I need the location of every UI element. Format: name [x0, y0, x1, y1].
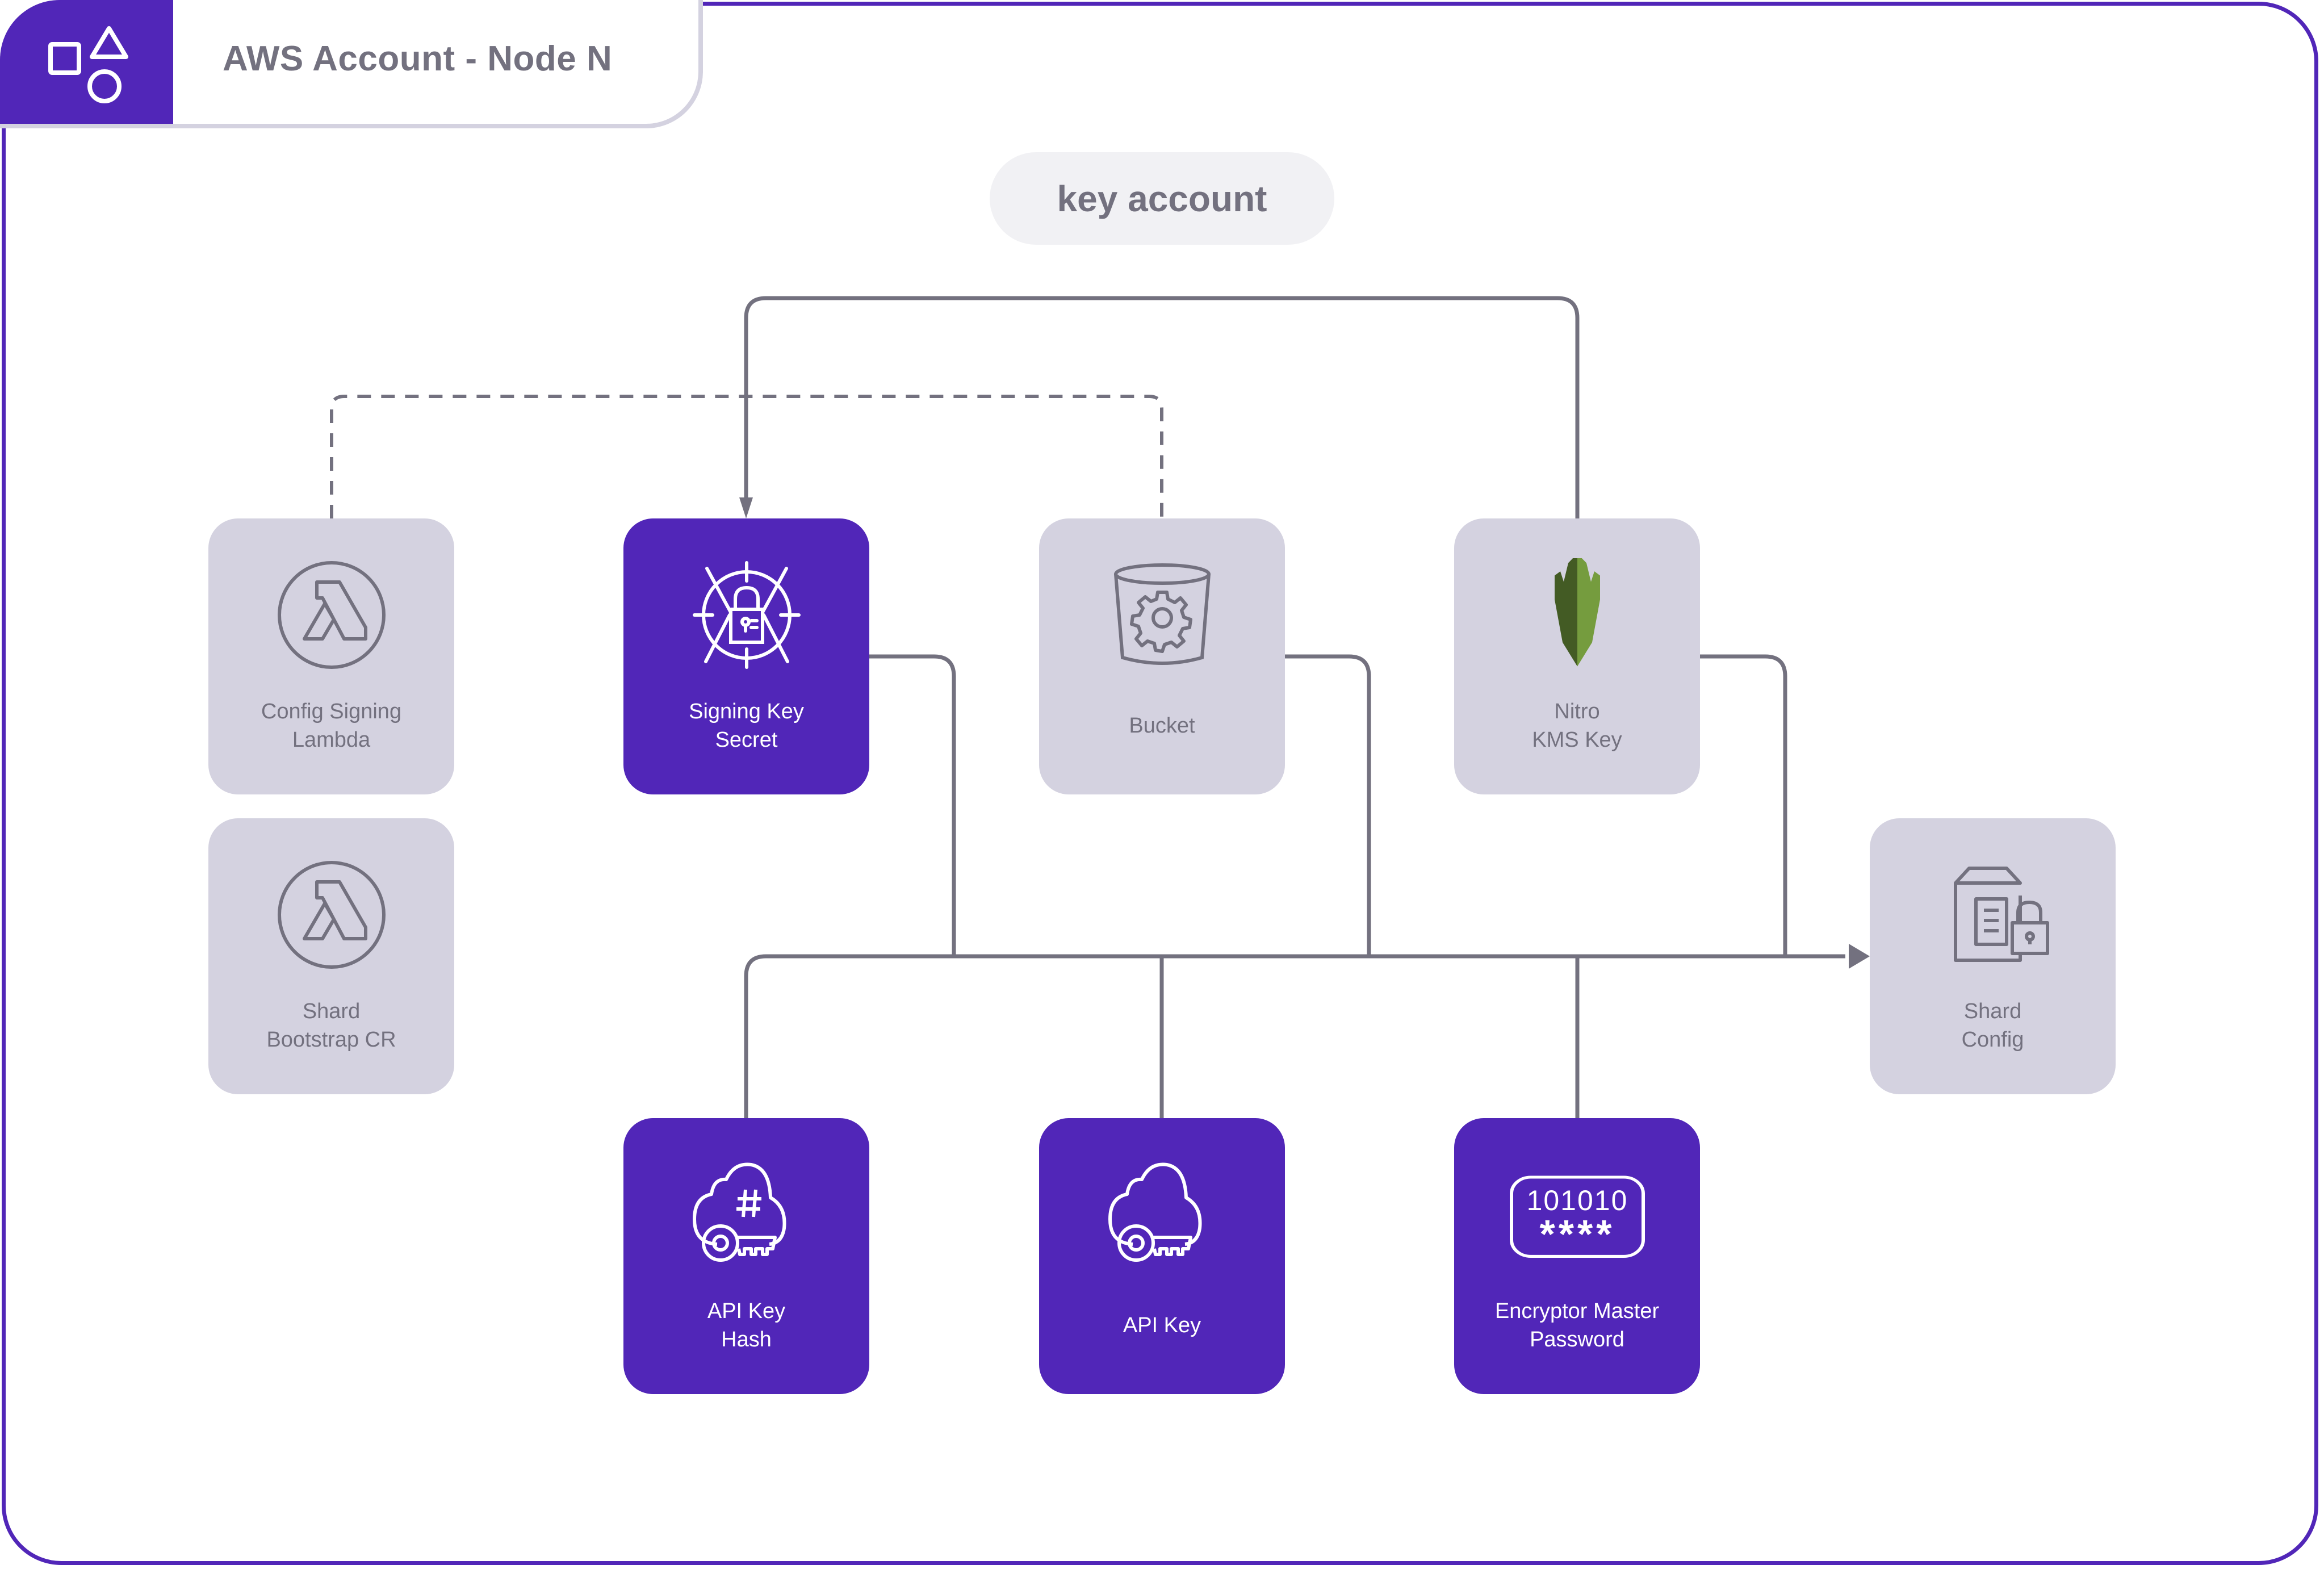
lambda-icon	[277, 861, 386, 969]
node-shard-config[interactable]: Shard Config	[1870, 818, 2116, 1094]
account-title: AWS Account - Node N	[223, 39, 613, 78]
s3-bucket-icon	[1113, 563, 1211, 665]
arrowhead-shard-config	[1849, 944, 1870, 969]
node-encryptor-master-password[interactable]: 101010 **** Encryptor Master Password	[1454, 1118, 1700, 1394]
node-api-key[interactable]: API Key	[1039, 1118, 1285, 1394]
connector-kms-to-signing-key	[744, 296, 1580, 518]
node-label-line2: Hash	[721, 1328, 772, 1352]
password-icon: 101010 ****	[1509, 1175, 1645, 1258]
connector-signing-key-to-bus	[869, 654, 956, 956]
node-label-line1: Encryptor Master	[1494, 1299, 1660, 1323]
password-binary-text: 101010	[1526, 1185, 1628, 1216]
node-label-line2: Secret	[715, 728, 778, 752]
node-nitro-kms-key[interactable]: Nitro KMS Key	[1454, 518, 1700, 794]
account-header-tab: AWS Account - Node N	[0, 0, 703, 128]
connector-bucket-to-bus	[1285, 654, 1371, 956]
encrypted-document-icon	[1953, 867, 2049, 962]
node-api-key-hash[interactable]: API Key Hash	[623, 1118, 869, 1394]
password-mask-text: ****	[1539, 1212, 1615, 1256]
connector-kms-to-bus	[1700, 654, 1787, 956]
node-label-line2: Password	[1530, 1328, 1624, 1352]
connector-lambda-to-bucket	[330, 395, 1163, 518]
node-label-line1: Signing Key	[689, 700, 804, 723]
node-label-line1: Config Signing	[261, 700, 402, 723]
node-config-signing-lambda[interactable]: Config Signing Lambda	[208, 518, 454, 794]
lambda-icon	[277, 561, 386, 669]
cloud-key-hash-icon	[692, 1162, 786, 1262]
header-icon-block	[0, 0, 173, 124]
node-label-line1: Nitro	[1554, 700, 1600, 723]
kms-icon	[1554, 558, 1600, 667]
node-label-line2: Config	[1961, 1028, 2024, 1052]
node-bucket[interactable]: Bucket	[1039, 518, 1285, 794]
node-label-line1: Bucket	[1129, 714, 1195, 738]
node-shard-bootstrap-cr[interactable]: Shard Bootstrap CR	[208, 818, 454, 1094]
node-label-line1: API Key	[1123, 1313, 1201, 1337]
secrets-manager-icon	[692, 561, 801, 669]
node-label-line2: KMS Key	[1532, 728, 1622, 752]
connector-main-bus	[744, 954, 1845, 1118]
group-label: key account	[1057, 178, 1267, 219]
node-label-line2: Lambda	[292, 728, 371, 752]
node-label-line1: Shard	[1963, 999, 2022, 1023]
node-label-line1: API Key	[707, 1299, 786, 1323]
arrowhead-signing-key	[739, 497, 753, 518]
node-label-line2: Bootstrap CR	[266, 1028, 396, 1052]
node-label-line1: Shard	[302, 999, 361, 1023]
node-signing-key-secret[interactable]: Signing Key Secret	[623, 518, 869, 794]
shapes-icon	[48, 26, 128, 103]
group-label-pill: key account	[990, 152, 1334, 245]
cloud-key-icon	[1108, 1162, 1201, 1262]
